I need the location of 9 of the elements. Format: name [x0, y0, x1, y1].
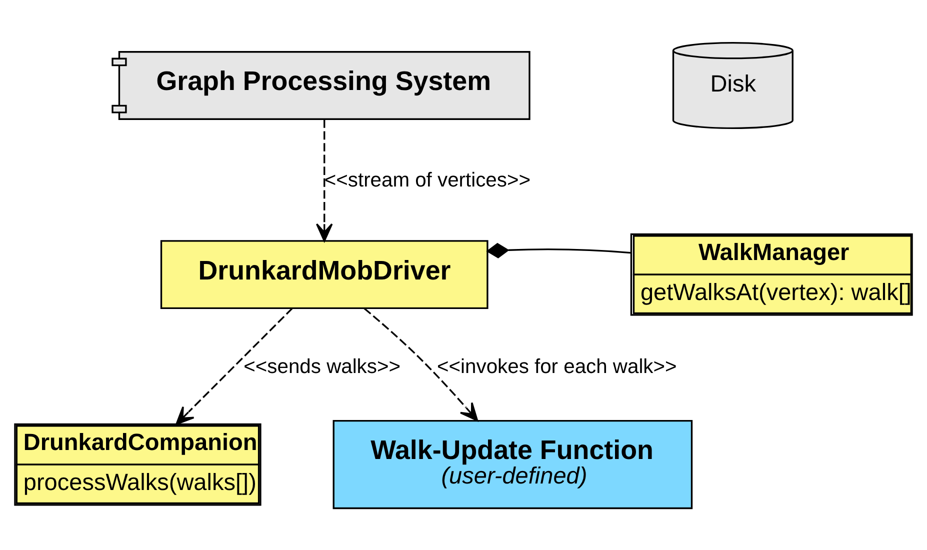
connector — [486, 242, 631, 258]
arrow — [364, 307, 478, 421]
edge-label: <<invokes for each walk>> — [437, 356, 677, 378]
edge-label: <<stream of vertices>> — [324, 168, 531, 191]
edge-label: <<sends walks>> — [244, 356, 401, 378]
node-box: Walk-Update Function (user-defined) — [332, 420, 693, 509]
arrow — [316, 119, 333, 242]
arrow — [176, 307, 293, 424]
node-box: DrunkardMobDriver — [160, 240, 488, 309]
